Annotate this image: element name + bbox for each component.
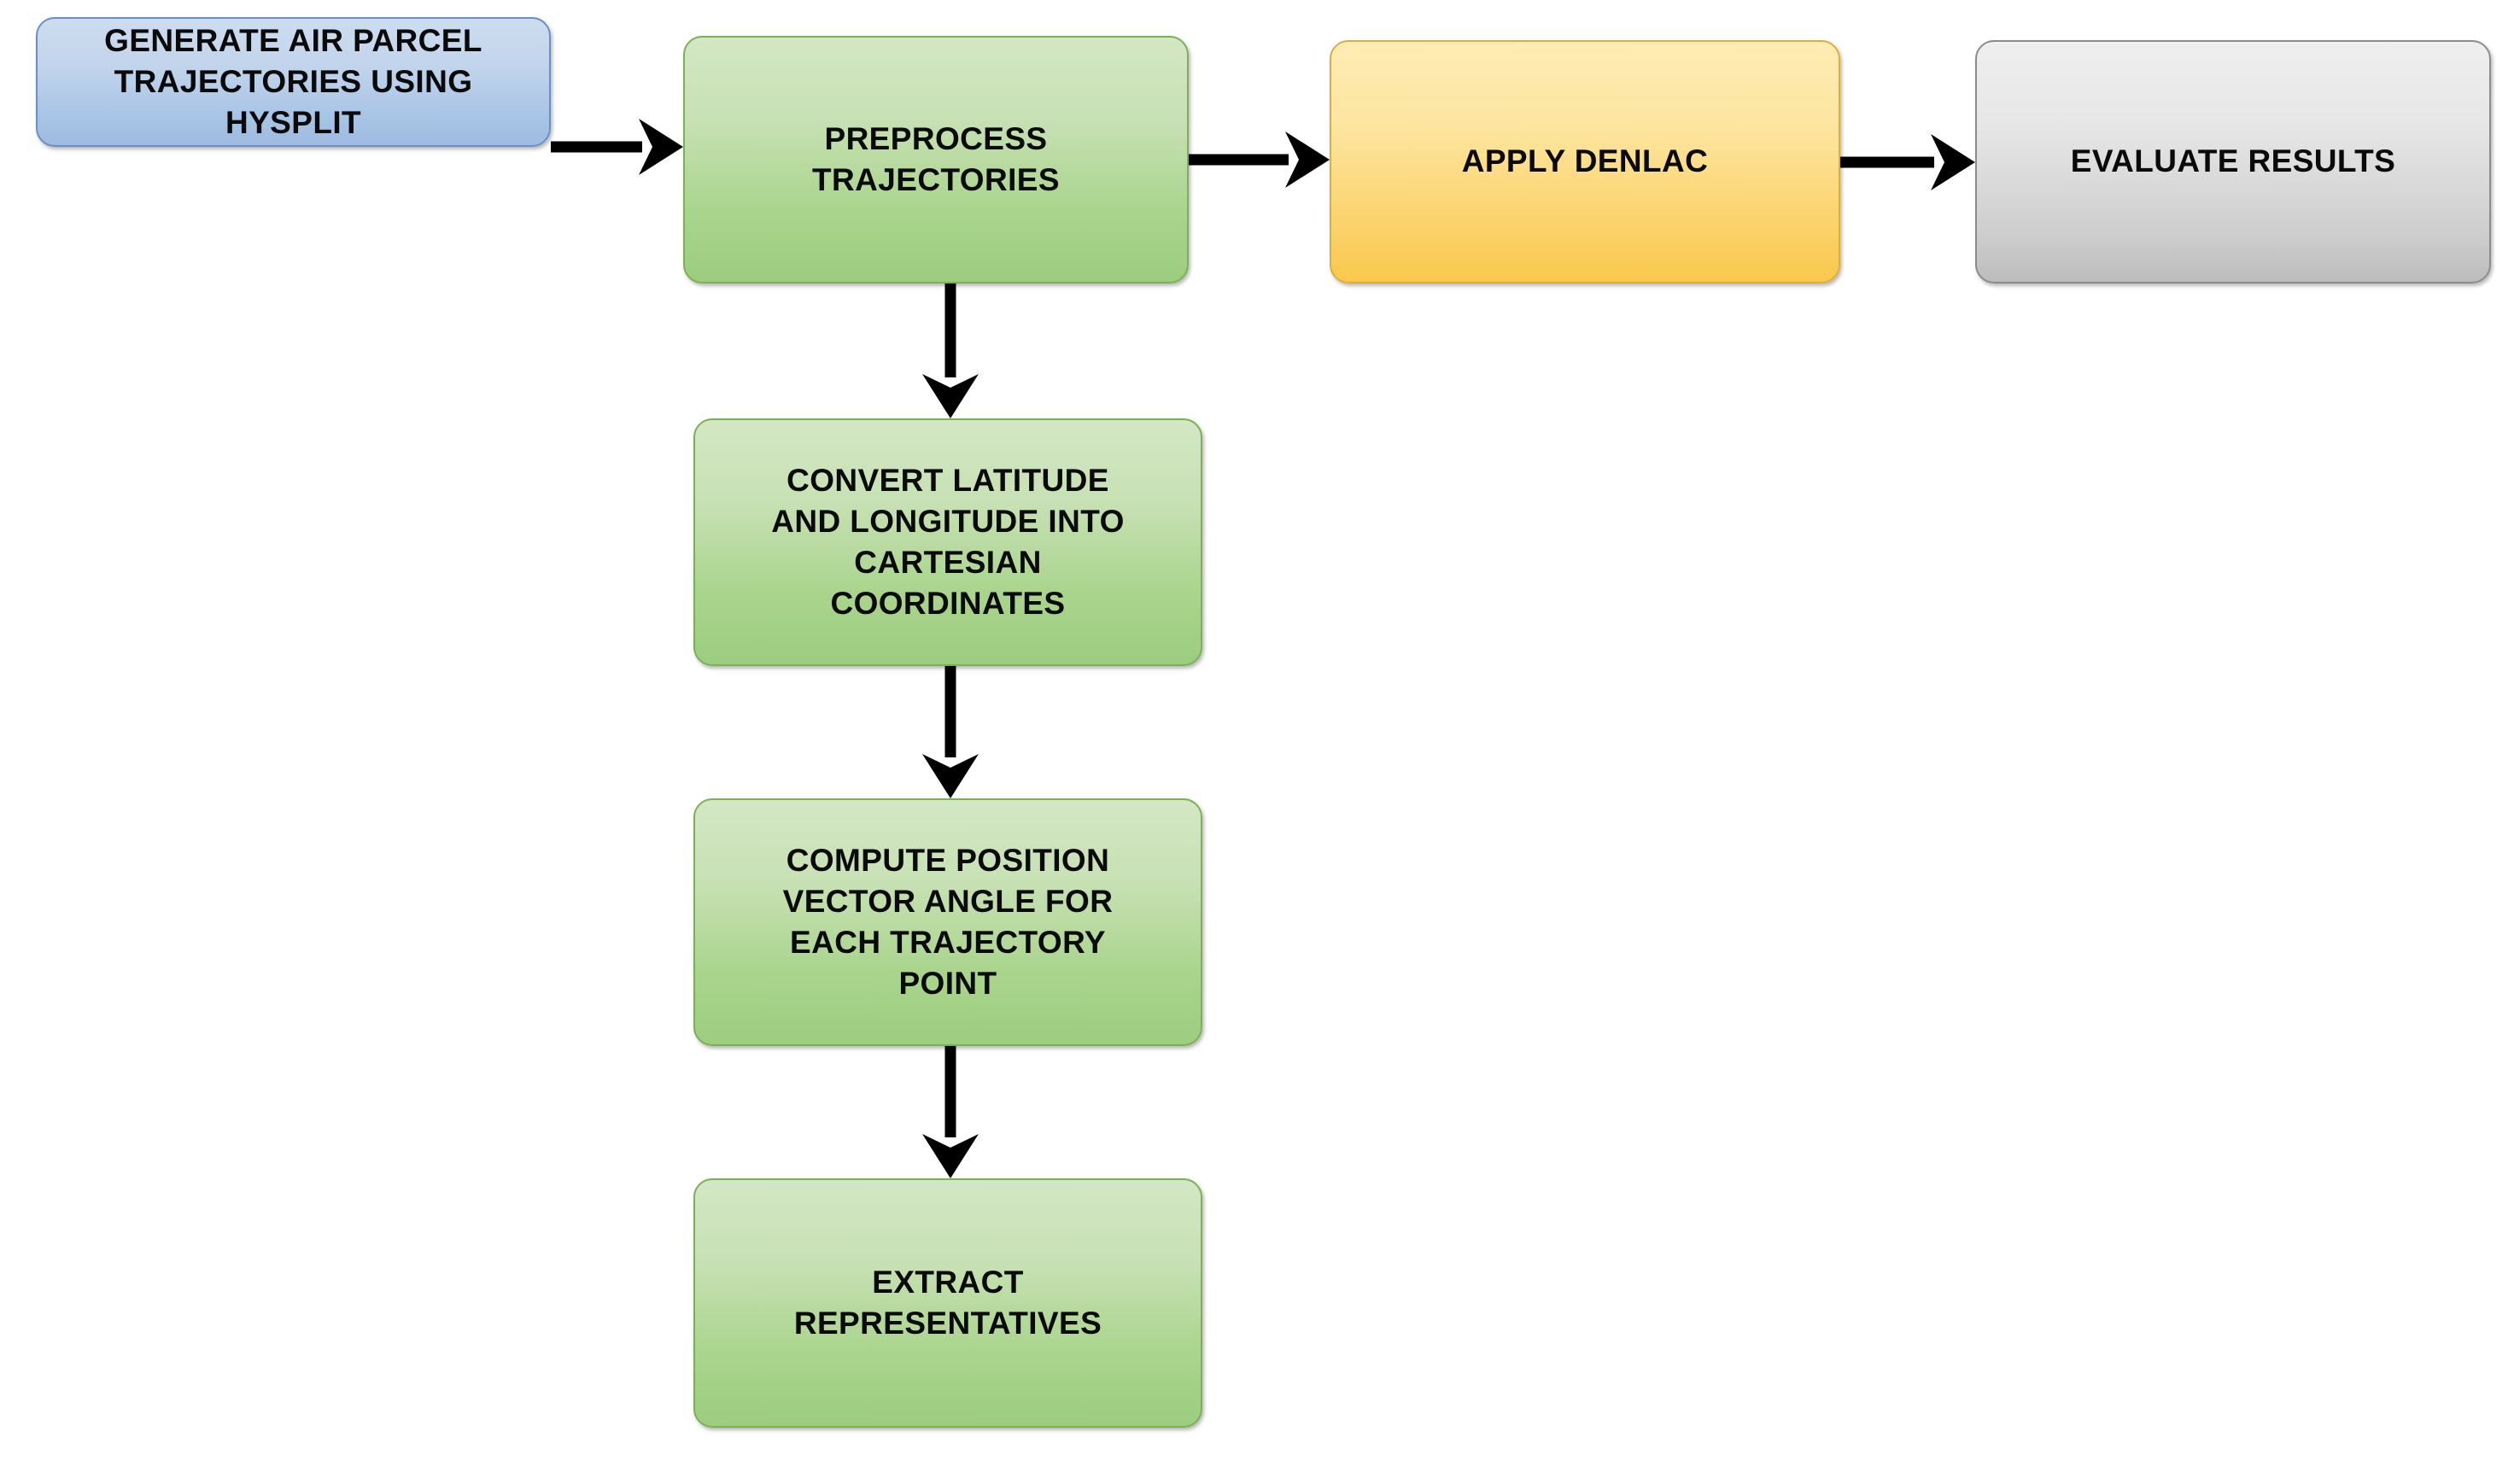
flow-arrow-edge-generate-to-preprocess	[551, 119, 683, 175]
flow-node-evaluate-results[interactable]: EVALUATE RESULTS	[1975, 40, 2491, 283]
flow-arrow-edge-compute-to-extract	[922, 1046, 979, 1178]
flow-arrow-edge-denlac-to-evaluate	[1840, 134, 1975, 190]
flow-arrow-edge-convert-to-compute	[922, 666, 979, 798]
flow-node-convert-coordinates[interactable]: CONVERT LATITUDE AND LONGITUDE INTO CART…	[693, 418, 1202, 666]
flow-node-preprocess-trajectories[interactable]: PREPROCESS TRAJECTORIES	[683, 36, 1189, 283]
flow-node-label: CONVERT LATITUDE AND LONGITUDE INTO CART…	[771, 462, 1125, 622]
flow-arrow-edge-preprocess-to-denlac	[1189, 131, 1330, 188]
flow-node-label: EXTRACT REPRESENTATIVES	[793, 1264, 1102, 1341]
flow-node-apply-denlac[interactable]: APPLY DENLAC	[1330, 40, 1840, 283]
flow-node-label: PREPROCESS TRAJECTORIES	[812, 120, 1060, 197]
flow-node-label: COMPUTE POSITION VECTOR ANGLE FOR EACH T…	[782, 842, 1114, 1002]
flow-node-extract-representatives[interactable]: EXTRACT REPRESENTATIVES	[693, 1178, 1202, 1428]
flow-node-label: GENERATE AIR PARCEL TRAJECTORIES USING H…	[104, 22, 482, 141]
flow-node-label: EVALUATE RESULTS	[2070, 143, 2396, 179]
flow-node-generate-trajectories[interactable]: GENERATE AIR PARCEL TRAJECTORIES USING H…	[36, 17, 551, 147]
flow-node-compute-position-vector-angle[interactable]: COMPUTE POSITION VECTOR ANGLE FOR EACH T…	[693, 798, 1202, 1046]
flow-arrow-edge-preprocess-to-convert	[922, 283, 979, 418]
flow-node-label: APPLY DENLAC	[1461, 143, 1709, 179]
